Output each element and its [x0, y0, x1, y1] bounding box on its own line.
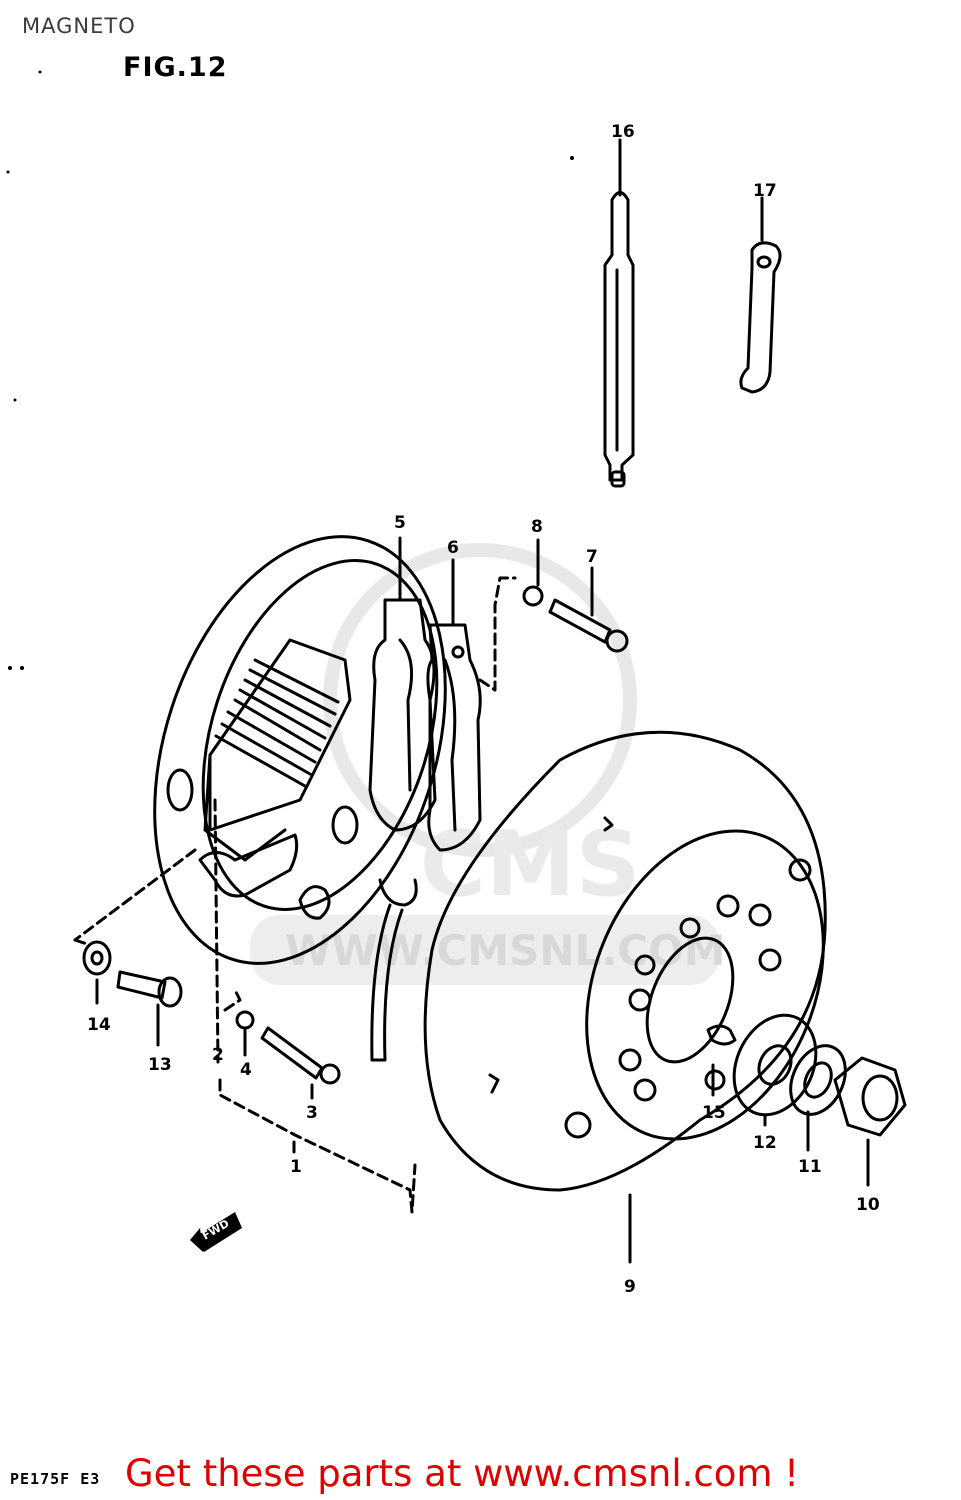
- callout-4: 4: [240, 1060, 252, 1080]
- callout-16: 16: [611, 122, 635, 142]
- part-14-washer: [82, 940, 112, 1005]
- part-8-washer: [522, 538, 544, 607]
- cms-watermark: CMS WWW.CMSNL.COM: [250, 543, 726, 985]
- scan-specks: [6, 70, 574, 670]
- callout-labels: 16 17 5 6 8 7 14 13 2 4 3 1 15 12 11 10 …: [87, 122, 880, 1297]
- fwd-arrow-icon: FWD: [190, 1212, 242, 1252]
- callout-17: 17: [753, 181, 777, 201]
- callout-9: 9: [624, 1277, 636, 1297]
- callout-1: 1: [290, 1157, 302, 1177]
- part-2-source-coil: [203, 638, 352, 862]
- part-10-nut: [833, 1056, 907, 1187]
- part-5-lighting-coil: [368, 598, 437, 832]
- part-15-key: [706, 1024, 737, 1097]
- callout-6: 6: [447, 538, 459, 558]
- callout-7: 7: [586, 547, 598, 567]
- callout-13: 13: [148, 1055, 172, 1075]
- part-16-rod: [603, 138, 635, 488]
- figure-label: FIG.12: [123, 52, 228, 83]
- watermark-site: WWW.CMSNL.COM: [285, 926, 726, 975]
- part-12-washer: [732, 1013, 818, 1127]
- callout-3: 3: [306, 1103, 318, 1123]
- leader-dashes-left: [73, 848, 197, 942]
- callout-8: 8: [531, 517, 543, 537]
- callout-12: 12: [753, 1133, 777, 1153]
- part-1-stator-plate: [153, 535, 447, 965]
- callout-2: 2: [212, 1045, 224, 1065]
- part-17-bracket: [739, 196, 782, 394]
- part-7-screw: [548, 566, 629, 653]
- part-3-screw: [260, 1026, 341, 1100]
- part-13-screw: [116, 970, 183, 1047]
- model-code: PE175F E3: [10, 1470, 101, 1488]
- callout-14: 14: [87, 1015, 111, 1035]
- part-4-washer: [235, 1010, 255, 1057]
- lead-wire: [370, 878, 418, 1062]
- part-11-lock-washer: [789, 1044, 847, 1152]
- part-6-charging-coil: [426, 623, 482, 852]
- page-title: MAGNETO: [22, 14, 136, 38]
- callout-5: 5: [394, 513, 406, 533]
- promo-banner-link[interactable]: Get these parts at www.cmsnl.com !: [125, 1452, 800, 1495]
- callout-10: 10: [856, 1195, 880, 1215]
- callout-11: 11: [798, 1157, 822, 1177]
- callout-15: 15: [702, 1103, 726, 1123]
